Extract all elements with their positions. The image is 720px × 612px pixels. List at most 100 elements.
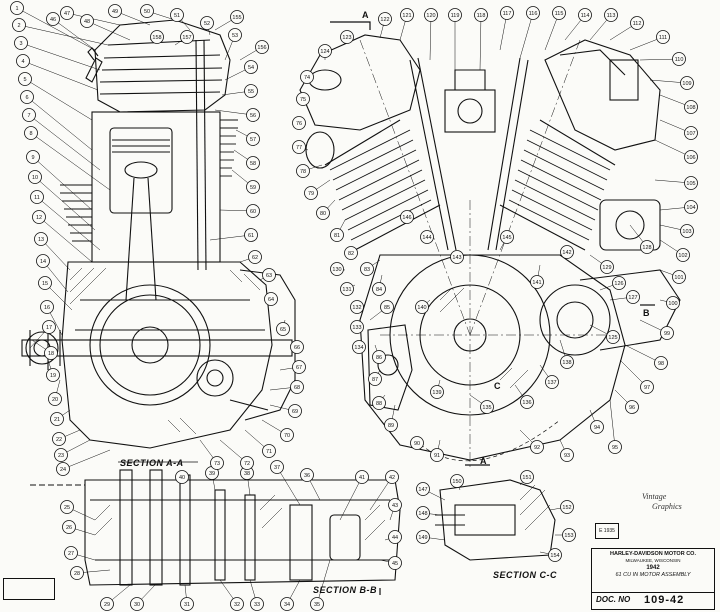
callout-bubble: 117 [500,6,514,20]
bubble-number: 11 [34,195,40,201]
bubble-circle [248,250,262,264]
bubble-circle [388,530,402,544]
vintage-graphics-stamp: Vintage Graphics [642,492,704,522]
callout-bubble: 137 [545,375,559,389]
bubble-number: 34 [284,602,290,608]
bubble-circle [684,176,698,190]
bubble-circle [140,4,154,18]
bubble-number: 142 [562,250,571,256]
bubble-number: 140 [417,305,426,311]
bubble-number: 141 [532,280,541,286]
leader-line [16,7,96,51]
bubble-number: 110 [675,57,684,63]
bubble-number: 51 [174,13,180,19]
bubble-number: 98 [658,361,664,367]
section-a-view [21,19,296,449]
bubble-number: 73 [214,461,220,467]
bubble-circle [355,470,369,484]
bubble-number: 23 [58,453,64,459]
bubble-number: 89 [388,423,394,429]
leader-line [34,176,96,231]
bubble-number: 55 [248,89,254,95]
bubble-number: 129 [602,265,611,271]
callout-bubble: 35 [310,597,324,611]
bubble-number: 120 [426,13,435,19]
bubble-circle [14,36,28,50]
bubble-number: 155 [232,15,241,21]
bubble-number: 14 [40,259,46,265]
leader-line [32,156,93,211]
bubble-circle [530,440,544,454]
bubble-number: 92 [534,445,540,451]
callout-bubble: 129 [600,260,614,274]
bubble-circle [270,460,284,474]
front-elevation-view [299,34,681,470]
callout-bubble: 141 [530,275,544,289]
bubble-number: 100 [668,301,677,307]
bubble-circle [44,346,58,360]
title-block-divider [592,592,714,593]
bubble-number: 139 [432,390,441,396]
callout-bubble: 122 [378,12,392,26]
bubble-circle [230,597,244,611]
bubble-circle [448,8,462,22]
bubble-number: 84 [376,287,382,293]
bubble-circle [384,418,398,432]
bubble-circle [680,76,694,90]
bubble-number: 111 [659,35,667,41]
callout-bubble: 130 [330,262,344,276]
bubble-circle [372,282,386,296]
callout-bubble: 54 [244,60,258,74]
callout-bubble: 34 [280,597,294,611]
bubble-circle [262,268,276,282]
section-b-caption: SECTION B-B [313,585,377,595]
callout-bubble: 32 [230,597,244,611]
bubble-circle [520,470,534,484]
bubble-number: 65 [280,327,286,333]
callout-bubble: 78 [296,164,310,178]
bubble-number: 6 [25,95,28,101]
bubble-number: 96 [629,405,635,411]
callout-bubble: 67 [292,360,306,374]
bubble-circle [26,150,40,164]
bubble-circle [244,84,258,98]
callout-bubble: 83 [360,262,374,276]
callout-bubble: 18 [44,346,58,360]
bubble-number: 119 [451,13,460,19]
bubble-number: 121 [402,13,411,19]
bubble-circle [416,506,430,520]
bubble-number: 22 [56,437,62,443]
callout-bubble: 41 [355,470,369,484]
bubble-number: 33 [254,602,260,608]
callout-bubble: 89 [384,418,398,432]
bubble-circle [660,326,674,340]
bubble-number: 94 [594,425,600,431]
callout-bubble: 120 [424,8,438,22]
bubble-number: 130 [332,267,341,273]
bubble-number: 67 [296,365,302,371]
leader-line [339,476,363,521]
callout-bubble: 121 [400,8,414,22]
callout-bubble: 93 [560,448,574,462]
callout-bubble: 102 [676,248,690,262]
callout-bubble: 118 [474,8,488,22]
bubble-circle [656,30,670,44]
bubble-circle [244,60,258,74]
leader-line [22,60,99,91]
bubble-circle [288,404,302,418]
bubble-number: 137 [547,380,556,386]
company-city: MILWAUKEE, WISCONSIN [625,558,681,563]
callout-bubble: 156 [255,40,269,54]
callout-bubble: 5 [18,72,32,86]
bubble-number: 143 [452,255,461,261]
callout-bubble: 56 [246,108,260,122]
callout-bubble: 77 [292,140,306,154]
bubble-number: 36 [304,473,310,479]
bubble-number: 71 [266,449,272,455]
bubble-circle [175,470,189,484]
callout-bubble: 125 [606,330,620,344]
callout-bubble: 25 [60,500,74,514]
bubble-number: 150 [452,479,461,485]
bubble-circle [410,436,424,450]
callout-bubble: 111 [656,30,670,44]
